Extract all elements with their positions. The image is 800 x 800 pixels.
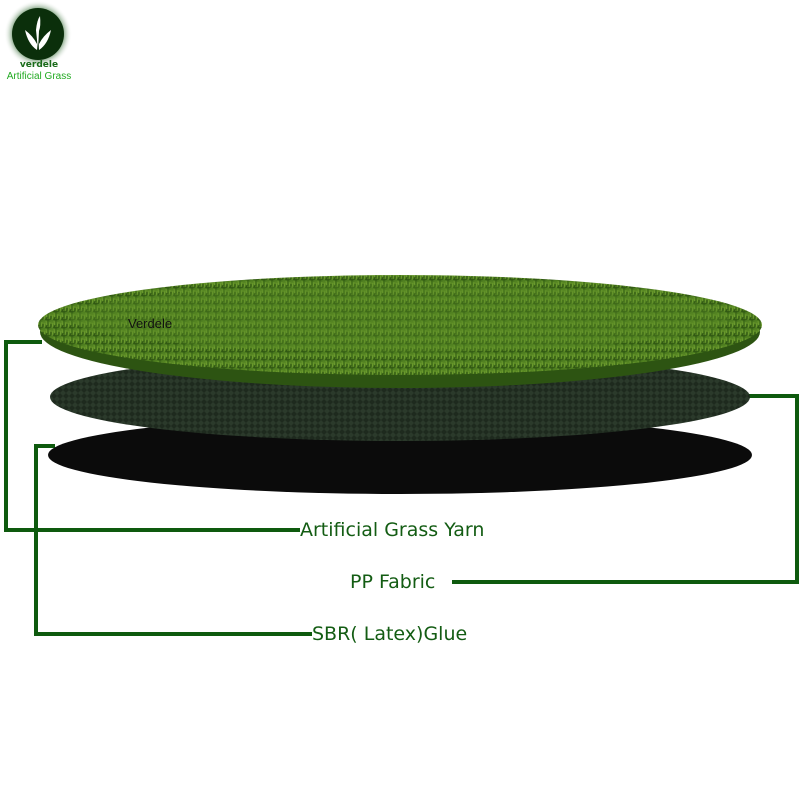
- label-sbr-latex-glue: SBR( Latex)Glue: [312, 623, 468, 645]
- logo-badge: [4, 0, 72, 68]
- logo-tagline: Artificial Grass: [6, 71, 72, 82]
- leaf-icon: [25, 16, 51, 50]
- layer-artificial-grass-yarn: [38, 275, 762, 388]
- leader-line-grass-yarn: [4, 340, 300, 532]
- logo-name: verdele: [19, 60, 59, 70]
- product-brand-mark: Verdele: [128, 316, 173, 331]
- label-artificial-grass-yarn: Artificial Grass Yarn: [300, 519, 485, 541]
- leader-line-sbr-glue: [34, 444, 312, 636]
- layer-sbr-latex-glue: [48, 416, 752, 494]
- leader-line-pp-fabric: [452, 394, 799, 584]
- label-pp-fabric: PP Fabric: [350, 571, 436, 593]
